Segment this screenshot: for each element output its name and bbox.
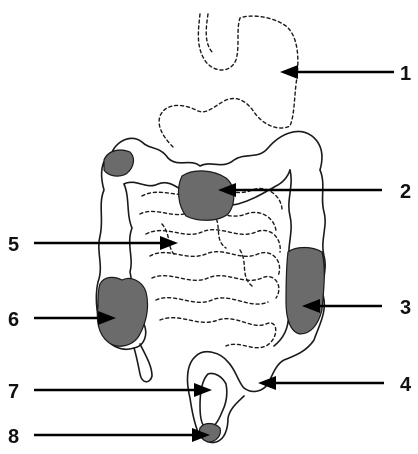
stomach-outline xyxy=(159,14,298,148)
region-3-shaded xyxy=(286,248,324,335)
arrow-2 xyxy=(218,183,382,197)
arrow-1 xyxy=(280,65,394,79)
arrow-8 xyxy=(34,428,210,442)
label-1: 1 xyxy=(400,63,411,85)
esophagus-outline xyxy=(206,14,212,52)
label-8: 8 xyxy=(8,426,19,448)
arrow-4 xyxy=(258,376,384,390)
arrow-5 xyxy=(34,236,178,250)
label-2: 2 xyxy=(400,181,411,203)
label-3: 3 xyxy=(400,297,411,319)
label-5: 5 xyxy=(8,234,19,256)
label-6: 6 xyxy=(8,309,19,331)
arrow-7 xyxy=(34,383,212,397)
region-2-shaded xyxy=(179,171,234,220)
region-6-shaded xyxy=(97,277,147,346)
label-4: 4 xyxy=(400,374,412,396)
region-upper-left-shaded xyxy=(104,150,133,176)
label-7: 7 xyxy=(8,381,19,403)
